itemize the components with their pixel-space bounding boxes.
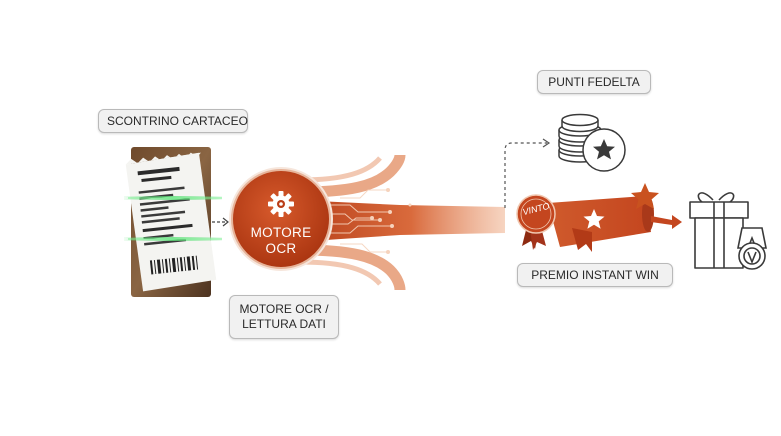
dashed-arrow-icon xyxy=(504,138,551,208)
ocr-engine-line2: OCR xyxy=(265,241,297,256)
ocr-label-line2: LETTURA DATI xyxy=(242,317,326,331)
receipt-label: SCONTRINO CARTACEO xyxy=(98,109,248,133)
medal-icon xyxy=(737,227,767,270)
star-icon xyxy=(583,209,605,229)
star-icon xyxy=(631,183,659,209)
instant-win-label: PREMIO INSTANT WIN xyxy=(517,263,673,287)
ocr-engine-label: MOTORE OCR xyxy=(238,225,324,257)
ocr-label-line1: MOTORE OCR / xyxy=(239,302,329,316)
receipt-icon xyxy=(124,147,222,297)
star-icon xyxy=(593,139,615,160)
prize-ribbon xyxy=(516,183,682,252)
ocr-label: MOTORE OCR / LETTURA DATI xyxy=(229,295,339,339)
points-label: PUNTI FEDELTA xyxy=(537,70,651,94)
vinto-badge xyxy=(516,194,556,250)
ocr-engine xyxy=(229,167,333,271)
ocr-engine-line1: MOTORE xyxy=(250,225,312,240)
gear-icon xyxy=(268,191,294,217)
dashed-arrow-icon xyxy=(212,217,229,227)
gift-box-icon xyxy=(689,192,749,269)
data-stream xyxy=(296,154,505,291)
coin-stack-icon xyxy=(558,113,626,172)
